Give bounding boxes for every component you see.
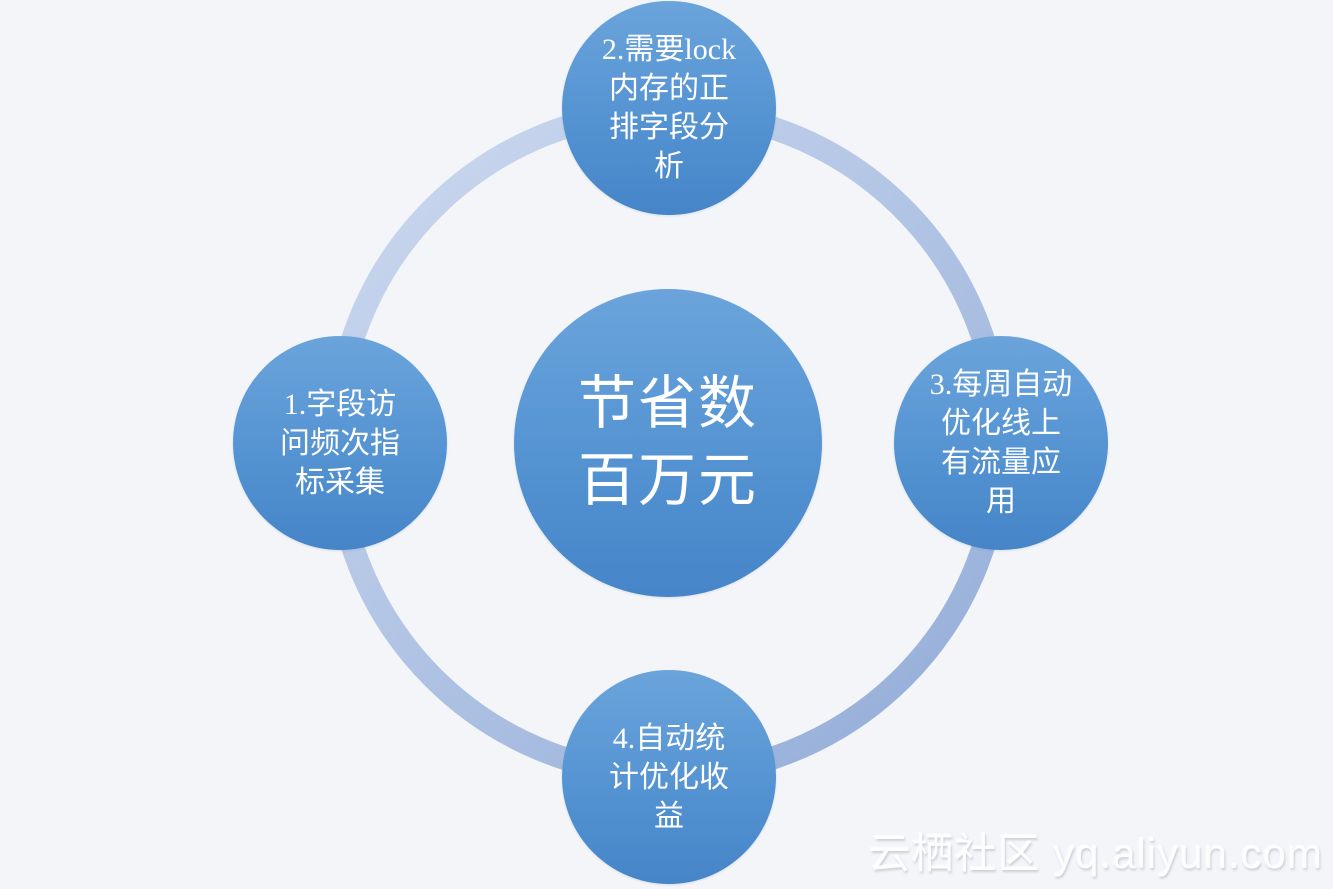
node-4-label: 4.自动统 计优化收 益: [609, 721, 729, 833]
node-center-label: 节省数 百万元: [577, 371, 758, 513]
node-1-left: 1.字段访 问频次指 标采集: [233, 336, 447, 550]
node-center: 节省数 百万元: [514, 289, 822, 597]
node-3-label: 3.每周自动 优化线上 有流量应 用: [929, 368, 1073, 518]
node-2-label: 2.需要lock 内存的正 排字段分 析: [601, 33, 737, 183]
watermark: 云栖社区 yq.aliyun.com: [868, 830, 1323, 877]
node-2-top: 2.需要lock 内存的正 排字段分 析: [562, 1, 776, 215]
node-3-right: 3.每周自动 优化线上 有流量应 用: [894, 336, 1108, 550]
node-1-label: 1.字段访 问频次指 标采集: [280, 387, 400, 499]
node-4-bottom: 4.自动统 计优化收 益: [562, 670, 776, 884]
